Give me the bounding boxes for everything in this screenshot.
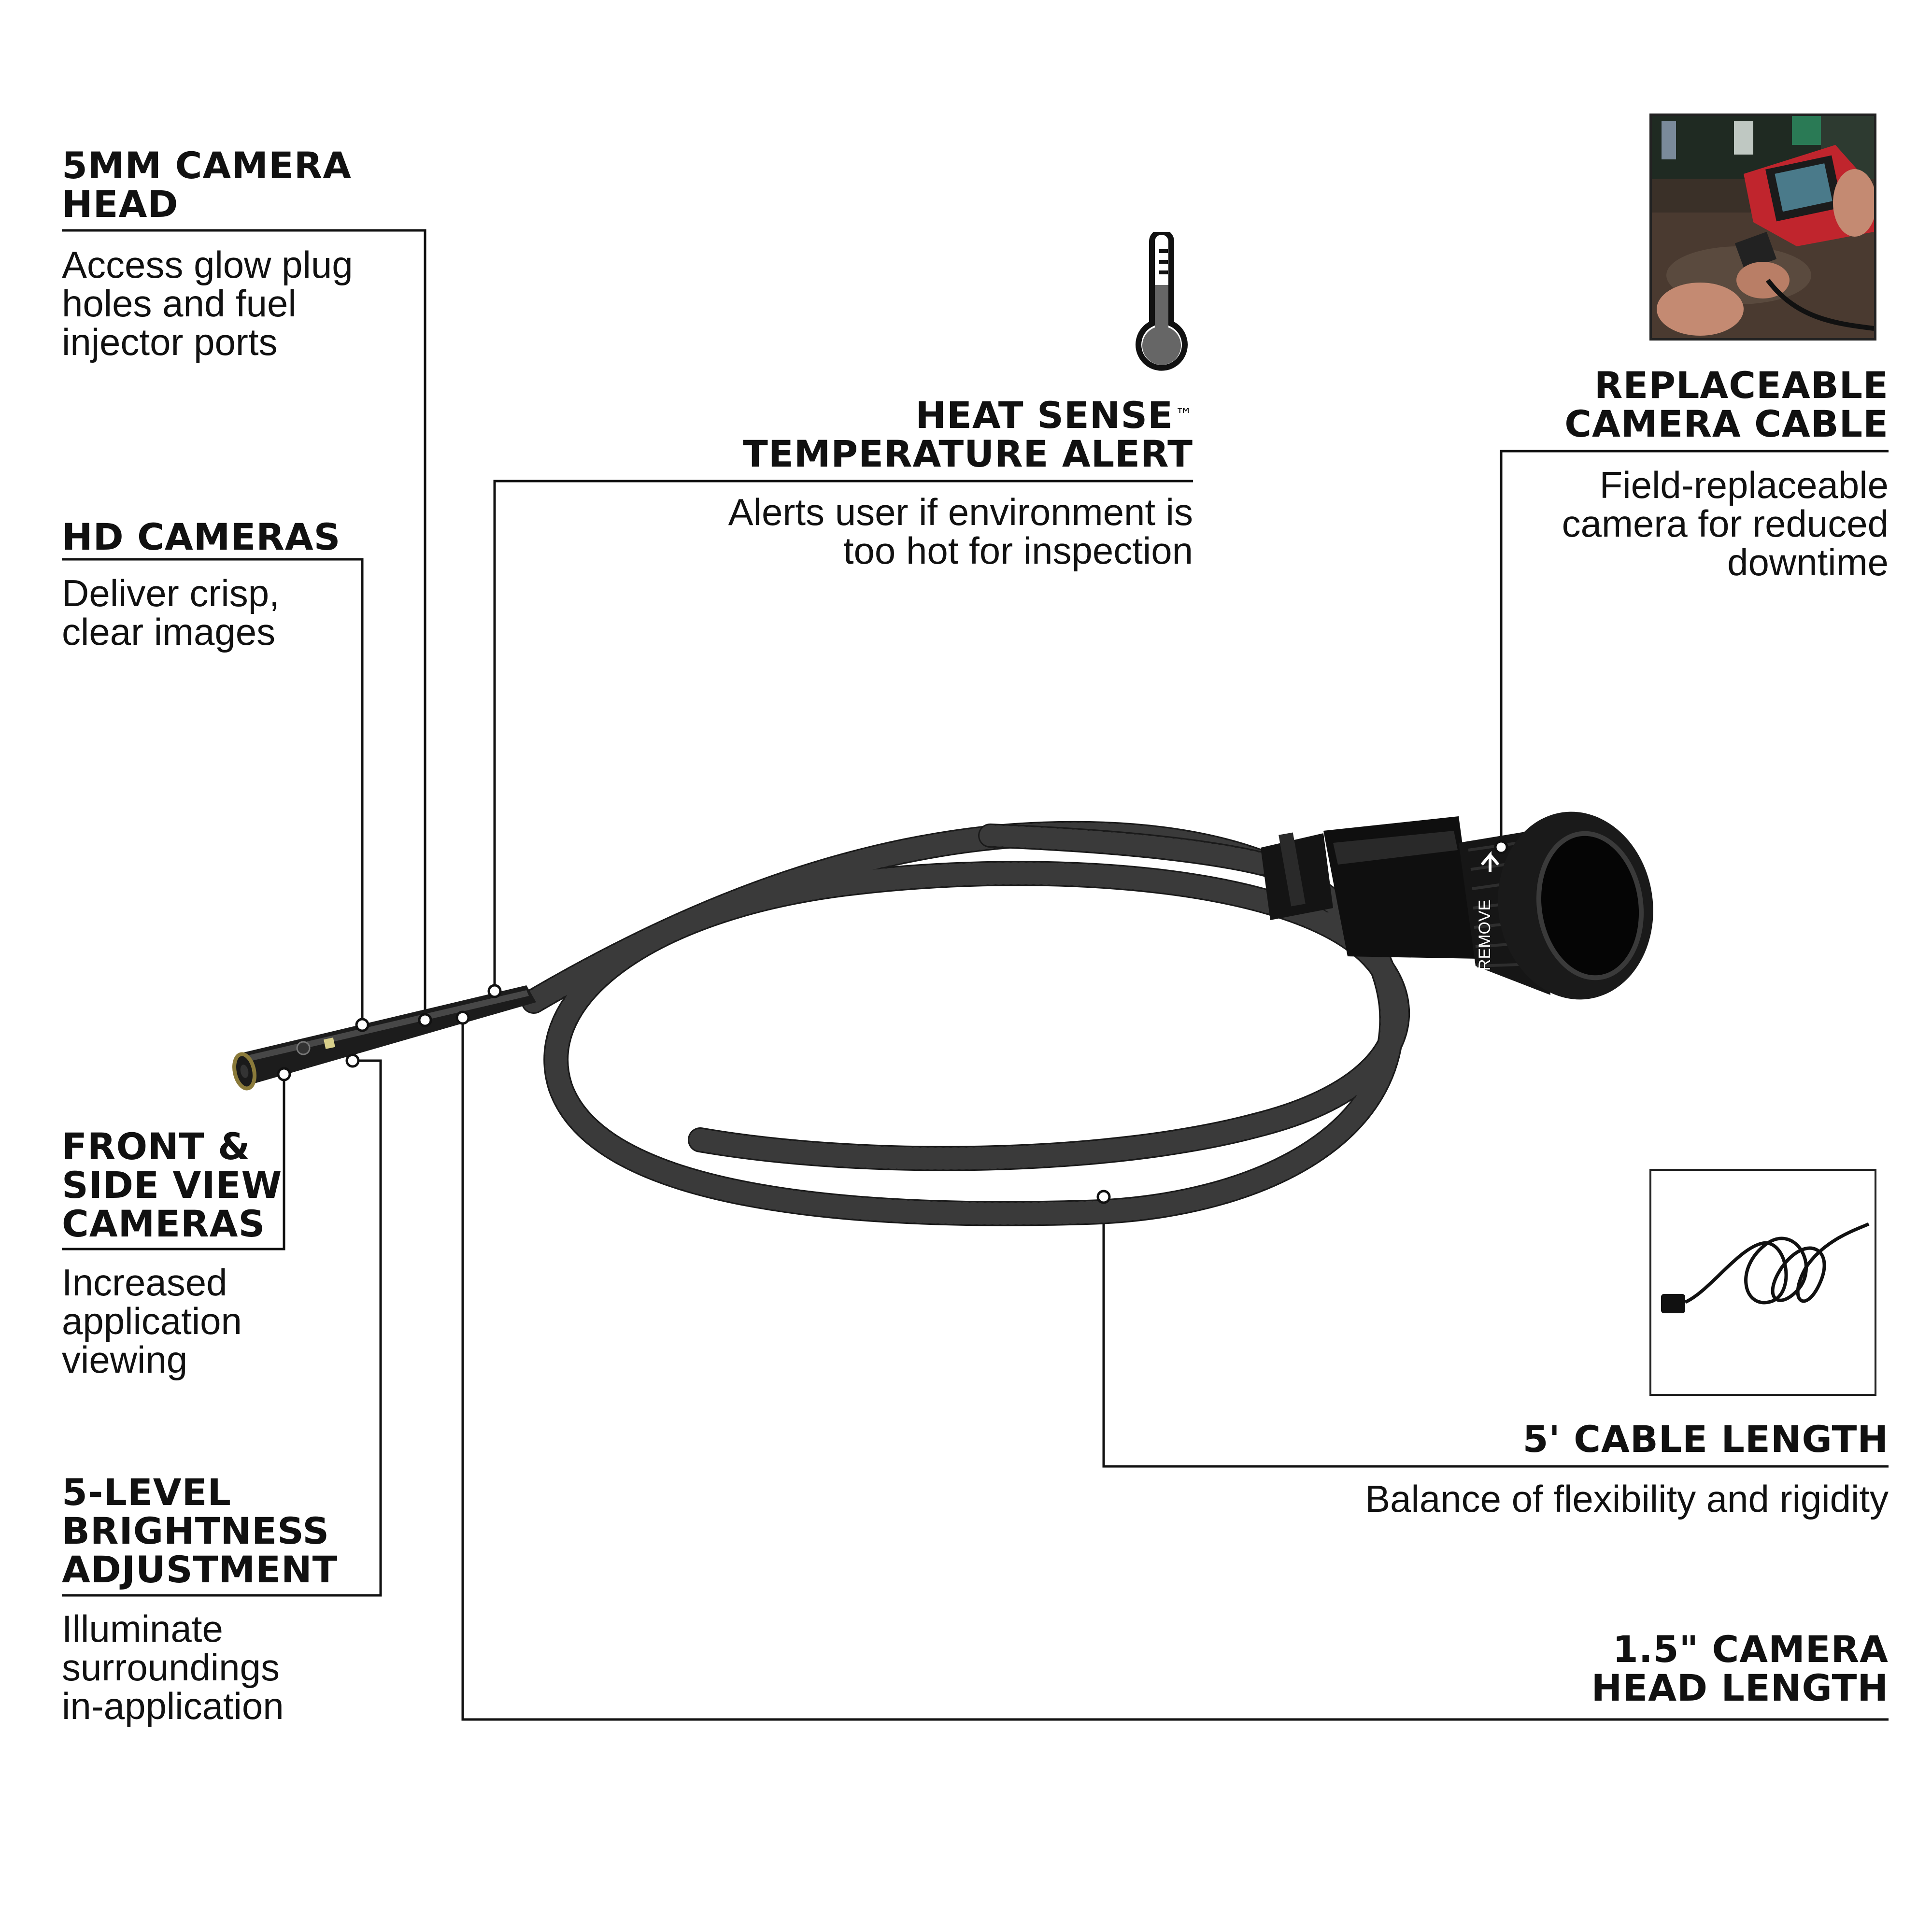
marker-cable-length [1096,1190,1111,1204]
leader-front-side [62,1074,285,1250]
cable-length-title: 5' CABLE LENGTH [1522,1418,1889,1461]
brightness-title: 5-LEVEL BRIGHTNESS ADJUSTMENT [62,1471,338,1591]
head-length-title: 1.5" CAMERA HEAD LENGTH [1591,1628,1889,1709]
heat-sense-title-line2: TEMPERATURE ALERT [742,432,1193,475]
camera-head-title: 5MM CAMERA HEAD [62,144,352,226]
marker-front-side [277,1067,291,1081]
replaceable-title: REPLACEABLE CAMERA CABLE [1564,364,1889,445]
leader-hd-cameras [62,558,364,1025]
marker-hd-cameras [355,1018,369,1032]
leader-cable-length [1102,1197,1889,1468]
marker-heat-sense [487,984,502,998]
camera-head-probe [232,985,536,1091]
camera-head-desc: Access glow plug holes and fuel injector… [62,243,353,363]
leader-head-length [461,1018,1889,1721]
leader-camera-head [62,229,426,1020]
marker-camera-head [418,1013,432,1027]
leader-brightness [62,1059,382,1597]
heat-sense-title-line1: HEAT SENSE [915,394,1173,437]
connector-remove-label: REMOVE [1476,900,1494,971]
cable-thumbnail [1649,1169,1876,1396]
leader-heat-sense [493,480,1193,991]
brightness-desc: Illuminate surroundings in-application [62,1607,284,1727]
marker-replaceable [1494,840,1508,854]
cable-length-desc: Balance of flexibility and rigidity [1365,1477,1889,1520]
replaceable-desc: Field-replaceable camera for reduced dow… [1562,464,1889,583]
leader-replaceable [1500,450,1889,847]
thermometer-icon [1136,232,1188,371]
marker-head-length [455,1010,470,1025]
usage-photo [1649,114,1876,341]
connector: REMOVE [1261,811,1653,1000]
hd-cameras-title: HD CAMERAS [62,515,341,558]
marker-brightness [345,1053,360,1068]
trademark-symbol: ™ [1175,405,1193,425]
front-side-desc: Increased application viewing [62,1261,242,1381]
heat-sense-desc: Alerts user if environment is too hot fo… [728,491,1193,572]
hd-cameras-desc: Deliver crisp, clear images [62,572,280,653]
front-side-title: FRONT & SIDE VIEW CAMERAS [62,1125,283,1245]
